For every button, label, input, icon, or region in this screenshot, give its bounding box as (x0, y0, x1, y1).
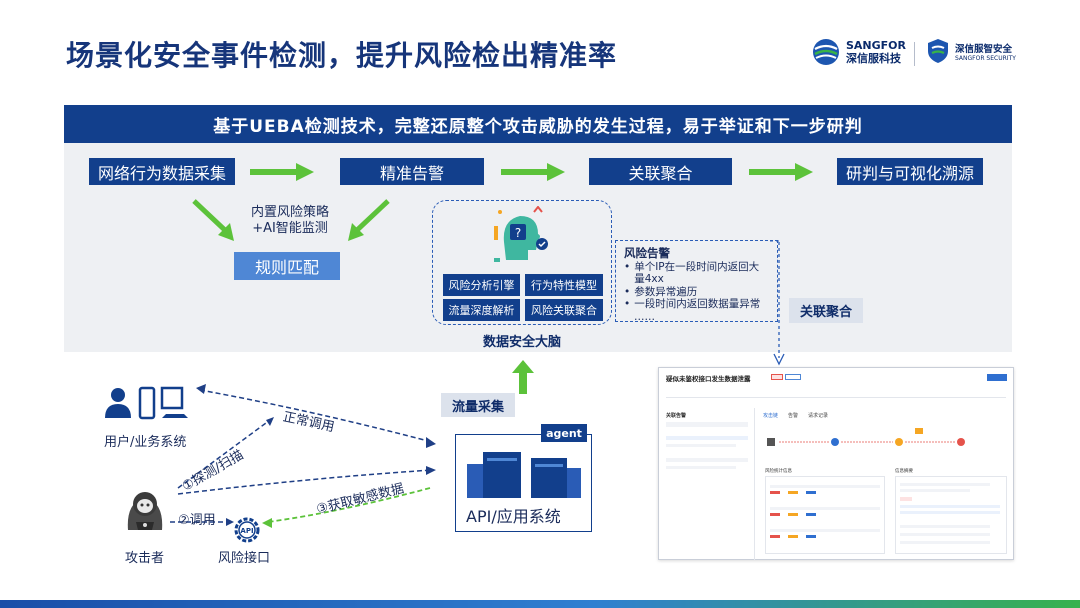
alert-item: •单个IP在一段时间内返回大量4xx (624, 260, 760, 286)
shot-summary-panel (895, 476, 1007, 554)
alert-item: …… (634, 310, 655, 323)
strategy-text: 内置风险策略 +AI智能监测 (247, 205, 333, 237)
shot-badge (771, 374, 783, 380)
server-icon (467, 452, 581, 498)
green-up-arrow-icon (512, 360, 534, 394)
strategy-line1: 内置风险策略 (250, 205, 329, 220)
strategy-line2: +AI智能监测 (252, 221, 328, 236)
flow-collect-label: 流量采集 (441, 393, 515, 417)
converge-arrows (192, 199, 390, 241)
shot-tab: 请求记录 (808, 413, 829, 419)
engine-traffic-parse: 流量深度解析 (443, 299, 520, 321)
engine-behavior-model: 行为特性模型 (525, 274, 603, 296)
rule-match-box: 规则匹配 (234, 252, 340, 280)
hacker-icon (127, 492, 163, 530)
api-badge-text: API (240, 527, 253, 535)
sangfor-security-logo: 深信服智安全 SANGFOR SECURITY (926, 38, 1016, 64)
risk-alert-box: 风险告警 •单个IP在一段时间内返回大量4xx •参数异常遍历 •一段时间内返回… (615, 240, 778, 323)
alert-heading: 风险告警 (624, 246, 670, 260)
api-system-label: API/应用系统 (466, 507, 561, 526)
dash-connector (770, 240, 780, 242)
engine-risk-analysis: 风险分析引擎 (443, 274, 520, 296)
shot-stat-panel (765, 476, 885, 554)
shot-left-heading: 关联告警 (666, 413, 687, 419)
security-en: SANGFOR SECURITY (955, 54, 1016, 62)
green-arrow-icon (501, 163, 565, 181)
api-gear-icon: API (234, 517, 260, 543)
shot-meta (666, 384, 1006, 398)
sangfor-en: SANGFOR (846, 39, 907, 52)
shot-badge (785, 374, 801, 380)
sangfor-cn: 深信服科技 (846, 52, 901, 65)
shot-title: 疑似未鉴权接口发生数据泄露 (666, 375, 751, 383)
dashed-down-arrow (773, 242, 785, 366)
shot-row (666, 466, 736, 469)
brain-head-icon: ? (494, 206, 548, 262)
flow-arrows (170, 384, 436, 528)
green-arrow-icon (749, 163, 813, 181)
users-devices-icon (105, 386, 188, 420)
shot-filter (666, 422, 748, 427)
shield-icon (928, 39, 948, 63)
risk-interface-label: 风险接口 (218, 551, 271, 566)
shot-row (666, 436, 748, 440)
agent-badge: agent (541, 424, 587, 442)
footer-gradient-bar (0, 600, 1080, 608)
edge-invoke: ②调用 (178, 513, 216, 528)
alert-item: •一段时间内返回数据量异常 (624, 298, 761, 310)
shot-tabs: 攻击链 告警 请求记录 (763, 412, 828, 419)
shot-action-button (987, 374, 1007, 381)
step-data-collection: 网络行为数据采集 (89, 158, 235, 185)
shot-tab: 告警 (788, 413, 799, 419)
users-label: 用户/业务系统 (104, 435, 187, 450)
brain-container (432, 200, 612, 325)
logo-divider (914, 42, 915, 66)
shot-mid-heading: 风险统计信息 (765, 469, 792, 474)
page-title: 场景化安全事件检测，提升风险检出精准率 (66, 39, 618, 72)
brain-label: 数据安全大脑 (483, 335, 562, 350)
security-cn: 深信服智安全 (955, 43, 1013, 55)
shot-right-heading: 信息摘要 (895, 469, 913, 474)
banner: 基于UEBA检测技术，完整还原整个攻击威胁的发生过程，易于举证和下一步研判 (64, 105, 1012, 143)
shot-tab: 攻击链 (763, 413, 779, 419)
step-precise-alert: 精准告警 (340, 158, 484, 185)
shot-row (666, 458, 748, 462)
shot-row (666, 444, 736, 447)
step-analysis-trace: 研判与可视化溯源 (837, 158, 983, 185)
sangfor-globe-icon (813, 39, 839, 65)
shot-attack-chain (767, 428, 965, 446)
svg-text:?: ? (515, 226, 521, 240)
step-correlation: 关联聚合 (589, 158, 732, 185)
sangfor-logo: SANGFOR 深信服科技 (812, 38, 906, 66)
engine-risk-correlation: 风险关联聚合 (525, 299, 603, 321)
dashboard-screenshot: 疑似未鉴权接口发生数据泄露 关联告警 攻击链 告警 请求记录 风险统计信息 信息… (658, 367, 1014, 560)
shot-left-panel: 关联告警 (659, 408, 755, 560)
alert-item: •参数异常遍历 (624, 285, 698, 298)
green-arrow-icon (250, 163, 314, 181)
attacker-label: 攻击者 (125, 551, 165, 566)
correlation-label: 关联聚合 (789, 298, 863, 323)
